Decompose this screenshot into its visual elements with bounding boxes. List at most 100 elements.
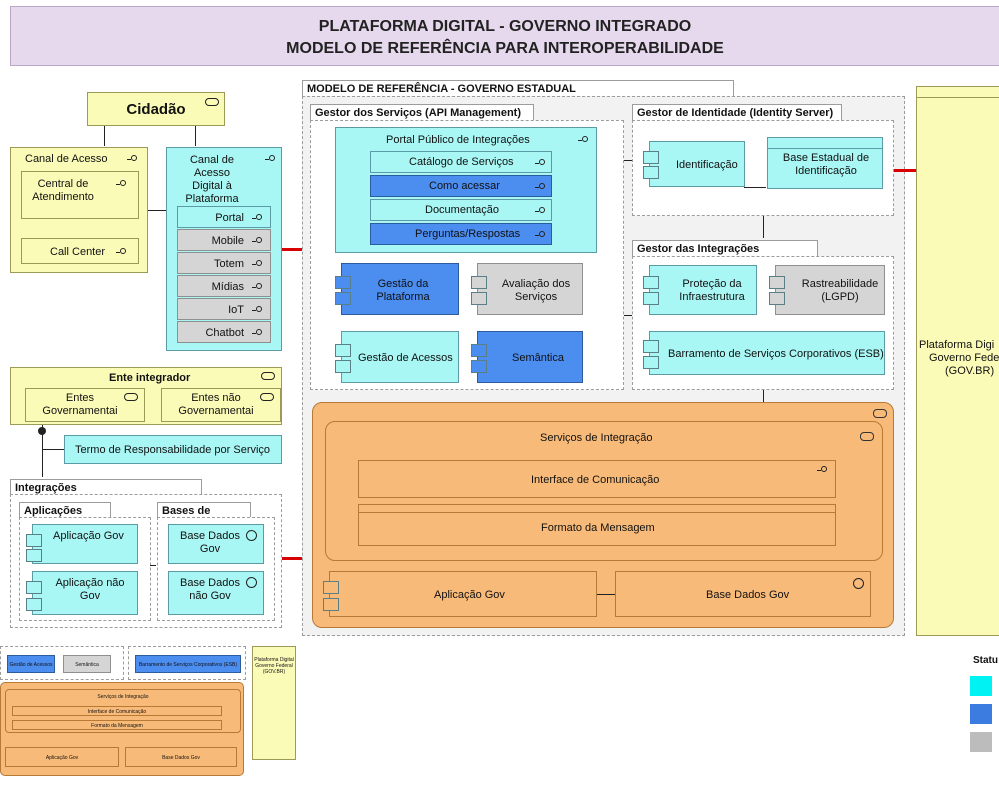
gestor-integracoes-tab: Gestor das Integrações: [632, 240, 818, 256]
bd-gov-component[interactable]: Base Dados Gov: [168, 524, 264, 564]
documentacao[interactable]: Documentação: [370, 199, 552, 221]
status-swatch-cyan: [970, 676, 992, 696]
catalogo-servicos[interactable]: Catálogo de Serviços: [370, 151, 552, 173]
cidadao-label: Cidadão: [126, 101, 186, 118]
canal-item-midias[interactable]: Mídias: [177, 275, 271, 297]
component-icon: [643, 166, 659, 179]
mini-formato: Formato da Mensagem: [12, 720, 222, 730]
identificacao[interactable]: Identificação: [643, 141, 745, 187]
app-gov-orange[interactable]: Aplicação Gov: [323, 571, 597, 617]
connector: [744, 187, 766, 188]
canal-item-totem[interactable]: Totem: [177, 252, 271, 274]
bd-nao-gov-component[interactable]: Base Dados não Gov: [168, 571, 264, 615]
gestao-acessos[interactable]: Gestão de Acessos: [335, 331, 459, 383]
integracoes-tab: Integrações: [10, 479, 202, 495]
component-icon: [471, 360, 487, 373]
protecao-infraestrutura[interactable]: Proteção da Infraestrutura: [643, 265, 757, 315]
call-center-label: Call Center: [50, 246, 106, 258]
como-acessar[interactable]: Como acessar: [370, 175, 552, 197]
base-estadual[interactable]: Base Estadual de Identificação: [767, 137, 883, 189]
semantica[interactable]: Semântica: [471, 331, 583, 383]
red-connector: [894, 169, 916, 172]
red-connector: [282, 248, 302, 251]
interface-comunicacao[interactable]: Interface de Comunicação: [358, 460, 836, 498]
entes-governamentais[interactable]: Entes Governamentai: [25, 388, 145, 422]
canal-item-iot[interactable]: IoT: [177, 298, 271, 320]
aplicacoes-title: Aplicações: [24, 505, 83, 517]
canal-item-chatbot[interactable]: Chatbot: [177, 321, 271, 343]
portal-publico[interactable]: Portal Público de Integrações Catálogo d…: [335, 127, 597, 253]
federal-line-2: Governo Feder: [929, 352, 999, 364]
modelo-tab: MODELO DE REFERÊNCIA - GOVERNO ESTADUAL: [302, 80, 734, 96]
mini-app-gov: Aplicação Gov: [5, 747, 119, 767]
gestao-plataforma[interactable]: Gestão da Plataforma: [335, 263, 459, 315]
component-icon: [26, 534, 42, 547]
bd-gov-orange-label: Base Dados Gov: [706, 589, 790, 601]
entes-nao-governamentais[interactable]: Entes não Governamentai: [161, 388, 281, 422]
ente-title: Ente integrador: [109, 372, 191, 384]
formato-mensagem[interactable]: Formato da Mensagem: [358, 504, 836, 546]
gestor-integracoes-title: Gestor das Integrações: [637, 243, 760, 255]
mini-group-2: Barramento de Serviços Corporativos (ESB…: [128, 646, 246, 680]
divider: [917, 97, 999, 98]
gestor-servicos-group[interactable]: Portal Público de Integrações Catálogo d…: [310, 120, 624, 390]
identificacao-label: Identificação: [676, 159, 738, 171]
component-icon: [26, 598, 42, 611]
canal-acesso-title: Canal de Acesso: [25, 153, 108, 165]
component-icon: [323, 598, 339, 611]
connector: [150, 565, 156, 566]
interface-icon: [116, 248, 126, 256]
app-nao-gov-component[interactable]: Aplicação não Gov: [26, 571, 138, 615]
aplicacoes-group[interactable]: Aplicação Gov Aplicação não Gov: [19, 517, 151, 621]
canal-item-label: IoT: [228, 304, 244, 316]
canal-acesso-group[interactable]: Canal de Acesso Central de Atendimento C…: [10, 147, 148, 273]
central-atendimento[interactable]: Central de Atendimento: [21, 171, 139, 219]
service-icon: [860, 432, 874, 441]
component-icon: [643, 340, 659, 353]
servicos-integracao[interactable]: Serviços de Integração Interface de Comu…: [325, 421, 883, 561]
app-gov-component[interactable]: Aplicação Gov: [26, 524, 138, 564]
connector: [104, 126, 105, 146]
interface-icon: [252, 306, 262, 314]
esb-component[interactable]: Barramento de Serviços Corporativos (ESB…: [643, 331, 885, 375]
connector: [148, 210, 166, 211]
rastreabilidade[interactable]: Rastreabilidade (LGPD): [769, 265, 885, 315]
mini-bd-gov: Base Dados Gov: [125, 747, 237, 767]
avaliacao-label: Avaliação dos Serviços: [501, 278, 571, 303]
canal-item-portal[interactable]: Portal: [177, 206, 271, 228]
call-center[interactable]: Call Center: [21, 238, 139, 264]
ente-integrador-group[interactable]: Ente integrador Entes Governamentai Ente…: [10, 367, 282, 425]
avaliacao-servicos[interactable]: Avaliação dos Serviços: [471, 263, 583, 315]
service-icon: [246, 577, 257, 588]
gestor-integracoes-group[interactable]: Proteção da Infraestrutura Rastreabilida…: [632, 256, 894, 390]
junction-dot: [38, 427, 46, 435]
canal-item-mobile[interactable]: Mobile: [177, 229, 271, 251]
mini-group-1: Gestão de Acessos Semântica: [0, 646, 124, 680]
component-icon: [643, 292, 659, 305]
plataforma-federal[interactable]: Plataforma Digi Governo Feder (GOV.BR): [916, 86, 999, 636]
service-icon: [853, 578, 864, 589]
gestao-plataforma-label: Gestão da Plataforma: [376, 278, 430, 303]
termo-responsabilidade[interactable]: Termo de Responsabilidade por Serviço: [64, 435, 282, 464]
status-swatch-blue: [970, 704, 992, 724]
divider: [359, 512, 835, 513]
bd-gov-orange[interactable]: Base Dados Gov: [615, 571, 871, 617]
connector: [42, 425, 43, 477]
mini-federal: Plataforma Digital Governo Federal (GOV.…: [252, 646, 296, 760]
esb-label: Barramento de Serviços Corporativos (ESB…: [668, 348, 884, 360]
interface-icon: [252, 329, 262, 337]
bases-group[interactable]: Base Dados Gov Base Dados não Gov: [157, 517, 275, 621]
servicos-label: Serviços de Integração: [540, 432, 653, 444]
cidadao-actor[interactable]: Cidadão: [87, 92, 225, 126]
integration-block[interactable]: Serviços de Integração Interface de Comu…: [312, 402, 894, 628]
mini-semantica: Semântica: [63, 655, 111, 673]
divider: [768, 148, 882, 149]
canal-digital-group[interactable]: Canal de Acesso Digital à Plataforma Por…: [166, 147, 282, 351]
canal-item-label: Mobile: [211, 235, 244, 247]
integracoes-group[interactable]: Aplicações Aplicação Gov Aplicação não G…: [10, 494, 282, 628]
doc-label: Documentação: [425, 204, 499, 216]
bases-tab: Bases de Dados: [157, 502, 251, 529]
gestor-identidade-group[interactable]: Identificação Base Estadual de Identific…: [632, 120, 894, 216]
perguntas-respostas[interactable]: Perguntas/Respostas: [370, 223, 552, 245]
interface-icon: [116, 180, 126, 188]
